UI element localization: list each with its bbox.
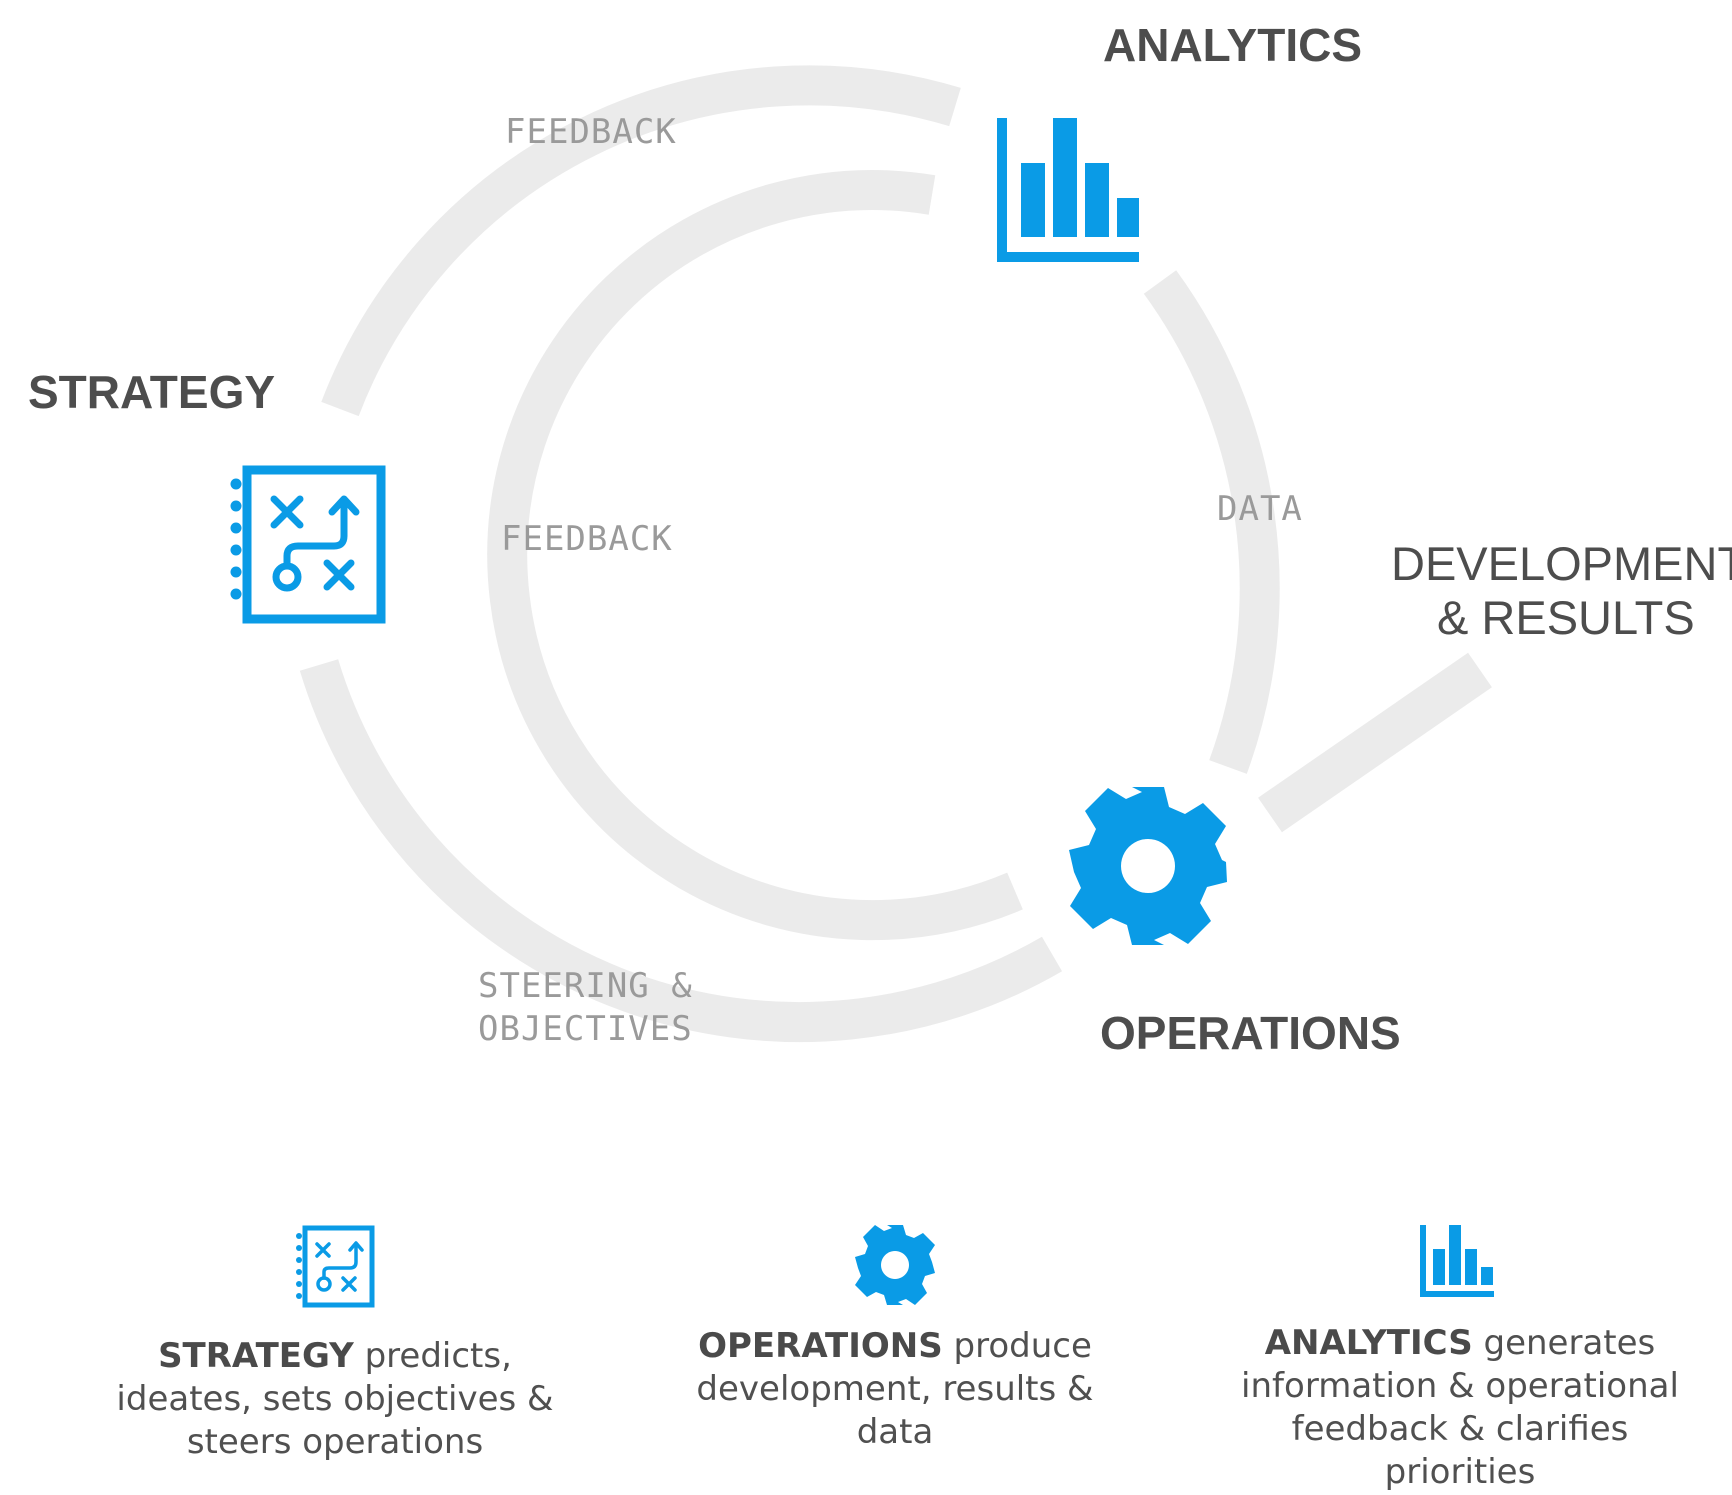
- gear-icon: [1069, 787, 1227, 945]
- strategy-playbook-icon: [230, 465, 386, 624]
- analytics-caption: ANALYTICS generates information & operat…: [1240, 1322, 1680, 1494]
- feedback-inner-arc: [487, 170, 1023, 941]
- analytics-title: ANALYTICS: [1103, 19, 1362, 71]
- data-arc: [1143, 270, 1280, 774]
- steering-label-line2: OBJECTIVES: [478, 1009, 693, 1049]
- gear-icon: [855, 1225, 935, 1305]
- operations-title: OPERATIONS: [1100, 1007, 1401, 1059]
- strategy-caption: STRATEGY predicts, ideates, sets objecti…: [115, 1335, 555, 1464]
- operations-caption-bold: OPERATIONS: [698, 1326, 943, 1366]
- strategy-caption-bold: STRATEGY: [158, 1336, 354, 1376]
- development-label-line1: DEVELOPMENT: [1391, 537, 1732, 590]
- development-label-line2: & RESULTS: [1437, 591, 1695, 644]
- steering-arc: [299, 659, 1063, 1043]
- feedback-outer-arc: [321, 65, 961, 417]
- operations-caption-text: produce development, results & data: [696, 1326, 1094, 1452]
- development-line: [1258, 652, 1492, 833]
- strategy-playbook-icon: [296, 1225, 375, 1308]
- bar-chart-icon: [997, 118, 1139, 262]
- feedback-inner-label: FEEDBACK: [501, 519, 673, 559]
- bar-chart-icon: [1420, 1225, 1494, 1297]
- strategy-title: STRATEGY: [28, 366, 275, 418]
- strategy-caption-text: predicts, ideates, sets objectives & ste…: [116, 1336, 554, 1462]
- steering-label-line1: STEERING &: [478, 966, 693, 1006]
- analytics-caption-bold: ANALYTICS: [1264, 1323, 1473, 1363]
- analytics-caption-text: generates information & operational feed…: [1241, 1323, 1679, 1492]
- feedback-outer-label: FEEDBACK: [505, 112, 677, 152]
- operations-caption: OPERATIONS produce development, results …: [675, 1325, 1115, 1454]
- data-label: DATA: [1217, 489, 1303, 529]
